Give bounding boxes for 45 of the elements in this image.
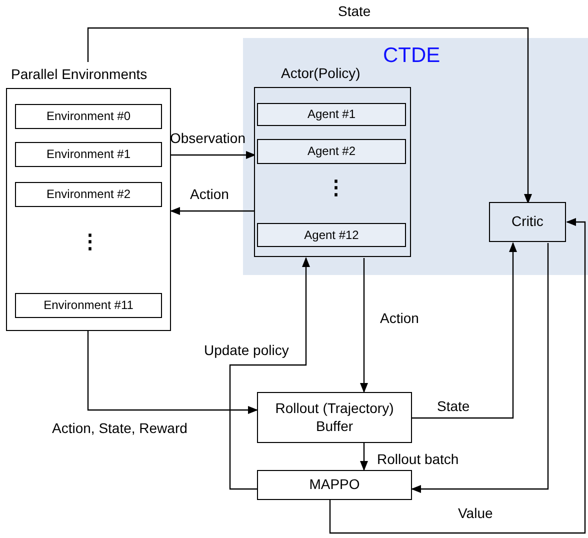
arrow	[229, 257, 310, 490]
node-label: Environment #1	[46, 147, 131, 162]
edge-label: Action, State, Reward	[52, 420, 188, 438]
environment-box	[15, 142, 162, 167]
arrow	[360, 258, 368, 393]
arrow	[360, 443, 368, 471]
node-label: Environment #11	[44, 298, 134, 313]
agent-box	[257, 223, 406, 247]
critic-box	[489, 202, 566, 242]
group-heading: Actor(Policy)	[281, 64, 360, 83]
ctde-region	[243, 38, 588, 275]
node-label: Agent #2	[307, 144, 356, 159]
edge-label: Update policy	[204, 342, 289, 360]
node-label: Critic	[510, 213, 544, 231]
environment-box	[15, 293, 162, 318]
ellipsis-mark: ⋮	[80, 232, 100, 252]
node-label: MAPPO	[308, 476, 361, 494]
buffer-box	[257, 392, 412, 443]
arrow	[411, 243, 549, 493]
edge-label: State	[437, 398, 470, 416]
arrow	[87, 331, 258, 414]
node-label: Agent #1	[307, 107, 356, 122]
edge-label: Rollout batch	[377, 451, 459, 468]
arrow	[171, 151, 256, 159]
node-label: Agent #12	[304, 228, 359, 242]
environment-box	[15, 104, 162, 129]
arrow	[329, 218, 586, 534]
edge-label: Action	[190, 186, 229, 204]
node-label: Rollout (Trajectory) Buffer	[274, 400, 395, 435]
edge-label: Action	[380, 310, 419, 328]
environment-box	[15, 182, 162, 207]
edge-label: Observation	[170, 130, 246, 148]
node-label: Environment #2	[46, 187, 131, 202]
arrow	[170, 207, 255, 215]
arrow	[412, 242, 517, 419]
edge-label: State	[338, 3, 371, 20]
edge-label: Value	[458, 505, 493, 522]
mappo-box	[257, 470, 412, 500]
group-heading: Parallel Environments	[11, 65, 148, 84]
agent-box	[257, 103, 406, 126]
agent-box	[257, 139, 406, 164]
arrow	[87, 27, 532, 204]
ellipsis-mark: ⋮	[326, 178, 346, 198]
node-label: Environment #0	[46, 109, 131, 124]
region-title: CTDE	[383, 43, 440, 69]
